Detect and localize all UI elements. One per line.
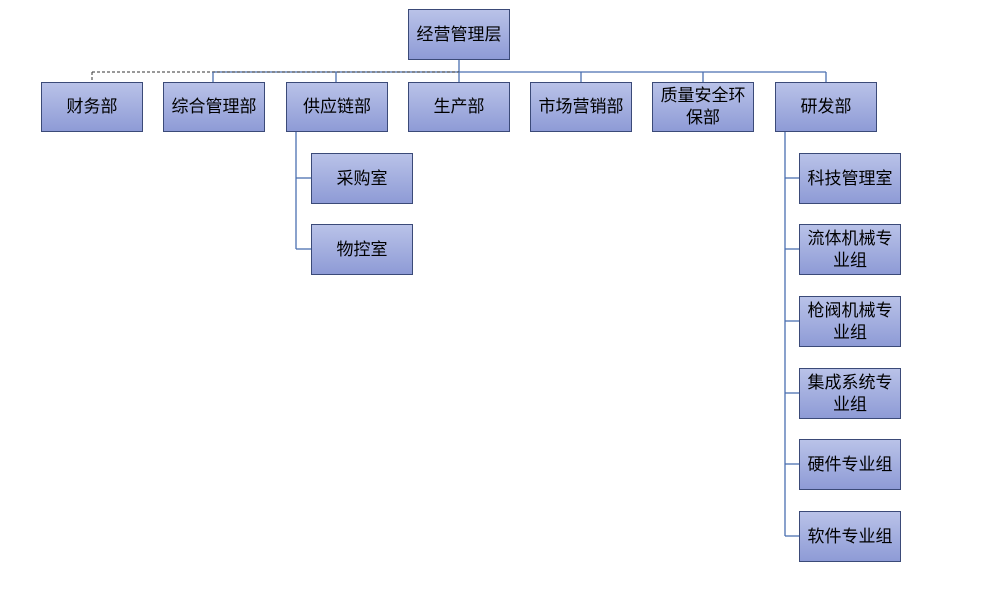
node-label: 市场营销部 xyxy=(538,97,624,117)
node-label: 硬件专业组 xyxy=(807,454,893,475)
node-label: 财务部 xyxy=(66,97,118,117)
node-gun-valve-machinery: 枪阀机械专业组 xyxy=(799,296,901,347)
node-supply-chain: 供应链部 xyxy=(286,82,388,132)
node-label: 集成系统专业组 xyxy=(807,372,893,415)
node-label: 综合管理部 xyxy=(171,97,257,117)
node-label: 枪阀机械专业组 xyxy=(807,300,893,343)
node-label: 流体机械专业组 xyxy=(807,228,893,271)
node-label: 软件专业组 xyxy=(807,526,893,547)
node-tech-management: 科技管理室 xyxy=(799,153,901,204)
node-label: 质量安全环保部 xyxy=(660,86,746,128)
node-integrated-systems: 集成系统专业组 xyxy=(799,368,901,419)
node-fluid-machinery: 流体机械专业组 xyxy=(799,224,901,275)
node-marketing: 市场营销部 xyxy=(530,82,632,132)
node-label: 供应链部 xyxy=(303,97,371,117)
node-label: 科技管理室 xyxy=(807,168,893,189)
node-software: 软件专业组 xyxy=(799,511,901,562)
node-purchasing: 采购室 xyxy=(311,153,413,204)
node-production: 生产部 xyxy=(408,82,510,132)
node-label: 研发部 xyxy=(800,97,852,117)
node-quality-safety: 质量安全环保部 xyxy=(652,82,754,132)
node-finance: 财务部 xyxy=(41,82,143,132)
node-top-management: 经营管理层 xyxy=(408,9,510,60)
node-hardware: 硬件专业组 xyxy=(799,439,901,490)
node-label: 物控室 xyxy=(336,239,388,260)
node-rnd: 研发部 xyxy=(775,82,877,132)
node-label: 采购室 xyxy=(336,168,388,189)
node-label: 生产部 xyxy=(433,97,485,117)
node-material-control: 物控室 xyxy=(311,224,413,275)
node-admin: 综合管理部 xyxy=(163,82,265,132)
node-label: 经营管理层 xyxy=(416,24,502,45)
